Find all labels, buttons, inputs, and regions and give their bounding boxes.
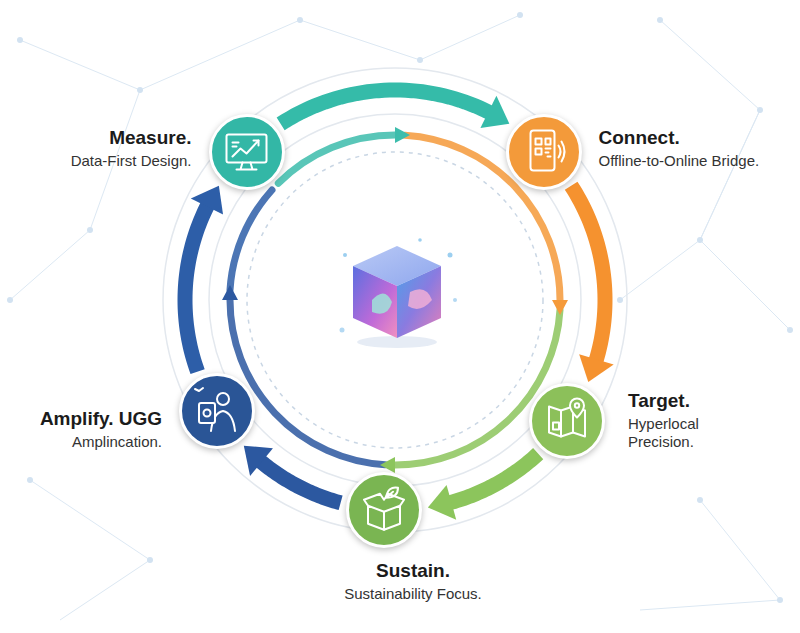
stage-description: Sustainability Focus. (344, 585, 482, 603)
cycle-arrow (571, 186, 614, 382)
network-lines (10, 15, 790, 620)
cycle-arrow (428, 454, 538, 520)
arrow-shaft (260, 461, 341, 503)
stage-label: Target. Hyperlocal Precision. (628, 389, 740, 451)
eco-box-icon (364, 487, 404, 529)
stage-heading: Amplify. UGG (40, 407, 162, 430)
map-pin-icon (549, 399, 585, 437)
stage-description: Hyperlocal Precision. (628, 415, 740, 451)
network-dots (7, 12, 793, 603)
cycle-arrow (185, 186, 223, 372)
phone-qr-icon (531, 131, 565, 171)
stage-heading: Connect. (599, 126, 760, 149)
arrow-head (244, 446, 273, 476)
stage-label: Connect. Offline-to-Online Bridge. (599, 126, 760, 170)
stage-circle: Measure.Data-First Design. (209, 114, 285, 190)
middle-thin-ring (209, 114, 581, 486)
arrow-shaft (185, 205, 208, 372)
stage-heading: Measure. (71, 126, 192, 149)
outer-thin-ring (163, 68, 627, 532)
stage-label: Measure. Data-First Design. (71, 126, 192, 170)
arrow-shaft (449, 454, 538, 503)
stage-label: Sustain. Sustainability Focus. (344, 559, 482, 603)
person-tablet-icon (195, 388, 235, 431)
inner-dashed-ring (247, 152, 543, 448)
arrow-head (191, 186, 223, 215)
center-cube (340, 238, 458, 348)
stage-heading: Sustain. (344, 559, 482, 582)
arrow-head (428, 485, 456, 520)
inner-ring-arcs (230, 135, 560, 465)
cycle-arrow (244, 446, 341, 503)
stage-label: Amplify. UGG Amplincation. (40, 407, 162, 451)
stage-heading: Target. (628, 389, 740, 412)
stage-circle: Target.Hyperlocal Precision. (529, 383, 605, 459)
stage-circle: Connect.Offline-to-Online Bridge. (506, 114, 582, 190)
arrow-head (579, 354, 614, 382)
cycle-arrow (281, 90, 510, 128)
arrow-shaft (571, 186, 605, 362)
stage-description: Amplincation. (40, 433, 162, 451)
arrow-head (480, 96, 509, 128)
stage-circle: Sustain.Sustainability Focus. (346, 472, 422, 548)
stage-description: Data-First Design. (71, 152, 192, 170)
stage-circle: Amplify. UGGAmplincation. (179, 373, 255, 449)
inner-ring-arrowheads (222, 127, 568, 473)
stage-description: Offline-to-Online Bridge. (599, 152, 760, 170)
arrow-shaft (281, 90, 491, 124)
monitor-chart-icon (227, 135, 267, 170)
